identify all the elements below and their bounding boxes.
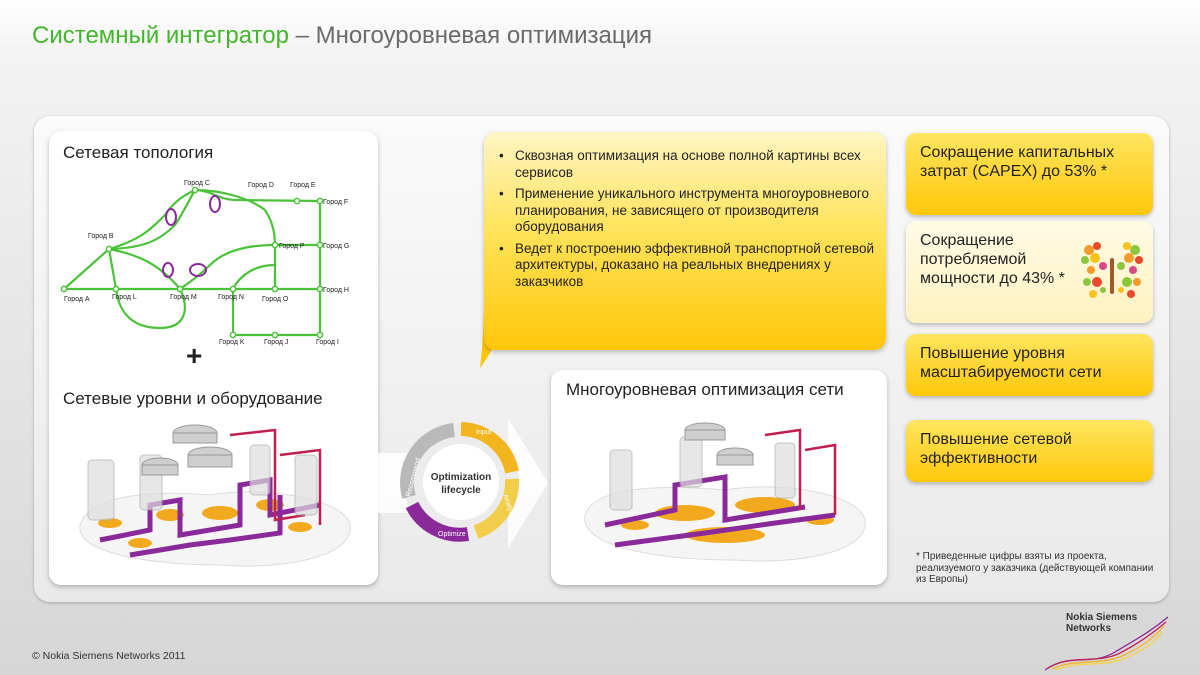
bullet-glyph: • [499,148,504,163]
city-e-label: Город E [290,182,316,189]
logo-line2: Networks [1066,623,1112,634]
highlights-list: •Сквозная оптимизация на основе полной к… [496,148,876,295]
benefit-capex: Сокращение капитальных затрат (CAPEX) до… [906,133,1153,215]
city-g-label: Город G [323,243,349,250]
optimized-network-illustration [584,422,866,562]
bullet-glyph: • [499,240,504,256]
city-d-label: Город D [248,182,274,189]
optimized-network-title: Многоуровневая оптимизация сети [566,380,844,399]
lifecycle-optimize-label: Optimize [438,531,466,538]
logo-line1: Nokia Siemens [1066,612,1138,623]
city-j-label: Город J [264,339,288,346]
benefit-efficiency: Повышение сетевой эффективности [906,420,1153,482]
bullet-glyph: • [499,186,504,201]
highlight-item: •Применение уникального инструмента мног… [499,186,870,234]
plus-sign: + [186,340,203,371]
city-h-label: Город H [323,287,349,294]
city-c-label: Город C [184,180,210,187]
benefit-scalability: Повышение уровня масштабируемости сети [906,334,1153,396]
lifecycle-center-line1: Optimization [431,472,492,483]
city-p-label: Город P [279,243,305,250]
company-logo: Nokia Siemens Networks [1066,612,1137,634]
topology-diagram: Город A Город B Город C Город D Город E … [60,180,349,346]
network-layers-illustration [79,424,351,567]
copyright: © Nokia Siemens Networks 2011 [32,650,186,662]
city-b-label: Город B [88,233,114,240]
lifecycle-center-line2: lifecycle [441,485,481,496]
title-green-part: Системный интегратор [32,22,289,49]
city-i-label: Город I [316,339,339,346]
page-title: Системный интегратор – Многоуровневая оп… [32,22,652,50]
optimization-lifecycle: Optimization lifecycle Input Analyze Opt… [400,422,520,542]
city-o-label: Город O [262,296,289,303]
topology-title: Сетевая топология [63,143,214,162]
city-k-label: Город K [219,339,245,346]
highlights-bubble: •Сквозная оптимизация на основе полной к… [484,132,886,350]
lifecycle-input-label: Input [476,429,492,436]
footnote: * Приведенные цифры взяты из проекта, ре… [916,551,1154,585]
city-n-label: Город N [218,294,244,301]
layers-title: Сетевые уровни и оборудование [63,389,323,408]
highlight-item: •Сквозная оптимизация на основе полной к… [499,148,861,180]
title-grey-part: – Многоуровневая оптимизация [288,22,652,49]
city-m-label: Город M [170,294,197,301]
logo-swoosh-icon [1044,616,1169,671]
highlight-item: •Ведет к построению эффективной транспор… [499,240,875,289]
city-f-label: Город F [323,199,348,206]
city-a-label: Город A [64,296,90,303]
butterfly-icon [1081,242,1143,298]
city-l-label: Город L [112,294,137,301]
